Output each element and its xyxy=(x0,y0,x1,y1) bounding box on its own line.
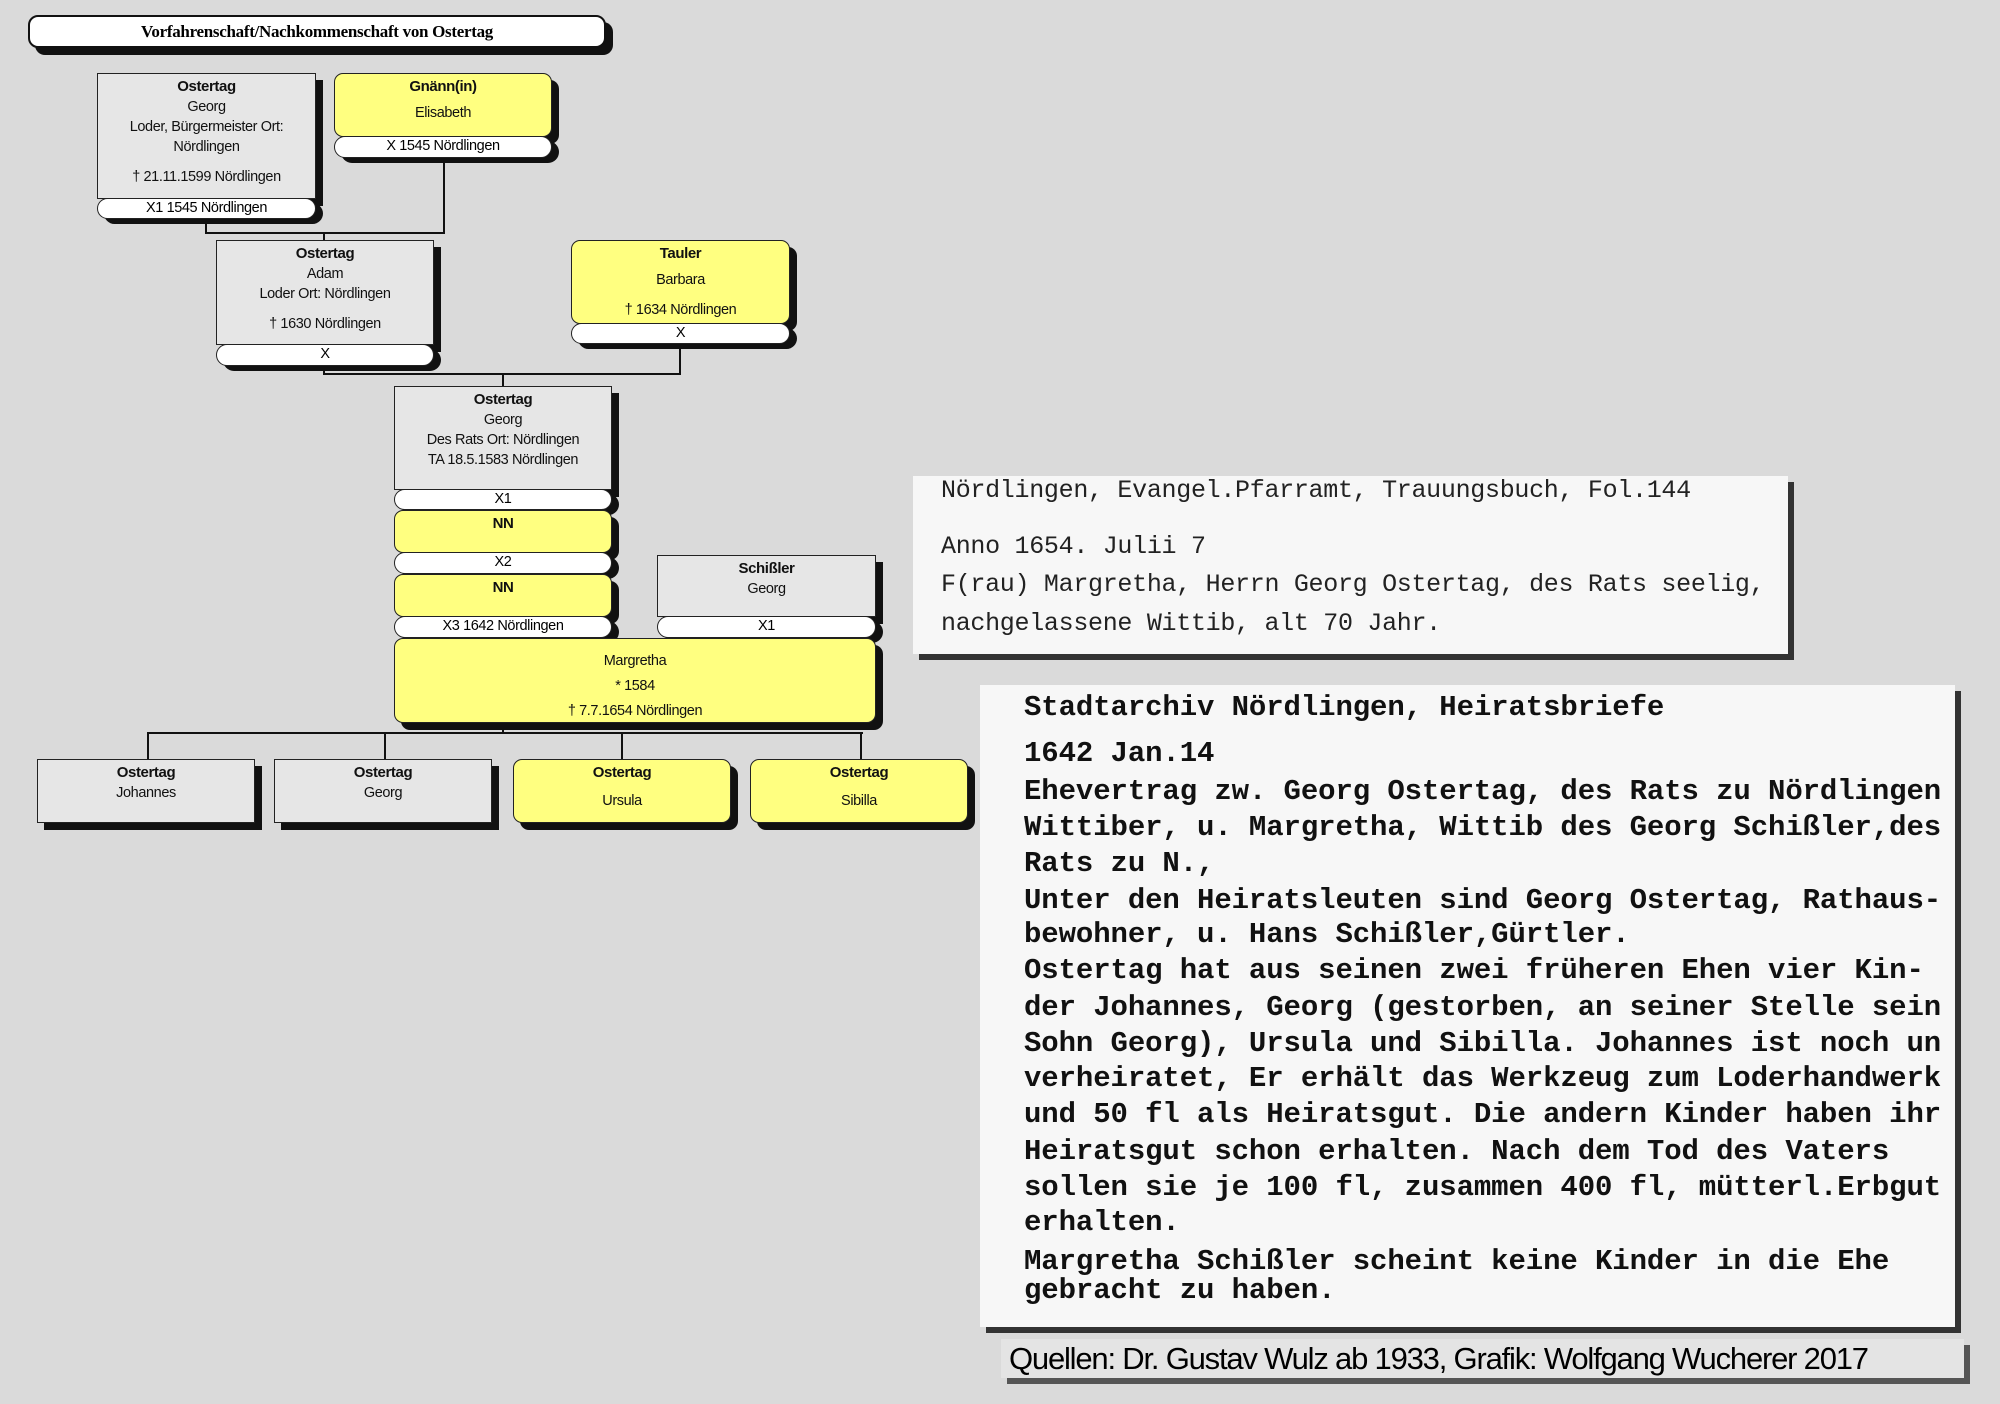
doc-line: gebracht zu haben. xyxy=(1024,1274,1336,1307)
baptism: TA 18.5.1583 Nördlingen xyxy=(427,452,579,468)
surname: NN xyxy=(492,515,514,532)
given-name: Sibilla xyxy=(841,793,877,809)
surname: NN xyxy=(492,579,514,596)
person-nn-second-wife[interactable]: NN xyxy=(394,574,612,617)
doc-line: Nördlingen, Evangel.Pfarramt, Trauungsbu… xyxy=(941,476,1691,505)
given-name: Margretha xyxy=(603,653,667,669)
given-name: Georg xyxy=(187,99,226,115)
given-name: Georg xyxy=(483,412,523,428)
surname: Ostertag xyxy=(116,764,176,781)
doc-line: Stadtarchiv Nördlingen, Heiratsbriefe xyxy=(1024,691,1665,724)
doc-line: Unter den Heiratsleuten sind Georg Oster… xyxy=(1024,884,1942,917)
connector xyxy=(860,732,862,759)
doc-line: bewohner, u. Hans Schißler,Gürtler. xyxy=(1024,918,1630,951)
document-trauungsbuch: Nördlingen, Evangel.Pfarramt, Trauungsbu… xyxy=(913,476,1788,654)
child-johannes[interactable]: Ostertag Johannes xyxy=(37,759,255,823)
doc-line: 1642 Jan.14 xyxy=(1024,737,1215,770)
doc-line: Heiratsgut schon erhalten. Nach dem Tod … xyxy=(1024,1135,1890,1168)
connector xyxy=(147,732,149,759)
death: † 21.11.1599 Nördlingen xyxy=(132,169,281,185)
marriage-bar: X xyxy=(571,323,790,344)
occupation: Loder Ort: Nördlingen xyxy=(259,286,391,302)
given-name: Georg xyxy=(747,581,786,597)
doc-line: und 50 fl als Heiratsgut. Die andern Kin… xyxy=(1024,1098,1942,1131)
birth: * 1584 xyxy=(615,678,655,694)
document-heiratsbriefe: Stadtarchiv Nördlingen, Heiratsbriefe 16… xyxy=(980,685,1955,1327)
given-name: Johannes xyxy=(116,785,176,801)
surname: Ostertag xyxy=(592,764,652,781)
doc-line: der Johannes, Georg (gestorben, an seine… xyxy=(1024,991,1942,1024)
child-sibilla[interactable]: Ostertag Sibilla xyxy=(750,759,968,823)
death: † 7.7.1654 Nördlingen xyxy=(567,703,703,719)
connector xyxy=(205,232,445,234)
person-nn-first-wife[interactable]: NN xyxy=(394,510,612,553)
doc-line: Sohn Georg), Ursula und Sibilla. Johanne… xyxy=(1024,1027,1942,1060)
given-name: Adam xyxy=(306,266,344,282)
doc-line: sollen sie je 100 fl, zusammen 400 fl, m… xyxy=(1024,1171,1942,1204)
surname: Ostertag xyxy=(177,78,236,95)
source-caption: Quellen: Dr. Gustav Wulz ab 1933, Grafik… xyxy=(1001,1339,1964,1378)
doc-line: verheiratet, Er erhält das Werkzeug zum … xyxy=(1024,1062,1942,1095)
surname: Ostertag xyxy=(829,764,889,781)
marriage-bar-1: X1 xyxy=(394,489,612,510)
child-georg[interactable]: Ostertag Georg xyxy=(274,759,492,823)
doc-line: nachgelassene Wittib, alt 70 Jahr. xyxy=(941,609,1441,638)
doc-line: Ehevertrag zw. Georg Ostertag, des Rats … xyxy=(1024,775,1942,808)
connector xyxy=(502,373,504,386)
connector xyxy=(621,732,623,759)
doc-line: F(rau) Margretha, Herrn Georg Ostertag, … xyxy=(941,570,1765,599)
given-name: Georg xyxy=(363,785,403,801)
occupation: Des Rats Ort: Nördlingen xyxy=(426,432,580,448)
connector xyxy=(147,732,863,734)
doc-line: Wittiber, u. Margretha, Wittib des Georg… xyxy=(1024,811,1942,844)
chart-title: Vorfahrenschaft/Nachkommenschaft von Ost… xyxy=(28,15,606,48)
doc-line: Margretha Schißler scheint keine Kinder … xyxy=(1024,1245,1890,1278)
person-georg-ostertag-sr[interactable]: Ostertag Georg Loder, Bürgermeister Ort:… xyxy=(97,73,316,199)
marriage-bar: X1 1545 Nördlingen xyxy=(97,198,316,219)
surname: Tauler xyxy=(659,245,702,262)
connector xyxy=(384,732,386,759)
doc-line: Ostertag hat aus seinen zwei früheren Eh… xyxy=(1024,954,1924,987)
connector xyxy=(205,219,207,234)
person-margretha[interactable]: Margretha * 1584 † 7.7.1654 Nördlingen xyxy=(394,638,876,723)
death: † 1634 Nördlingen xyxy=(624,302,737,318)
surname: Schißler xyxy=(738,560,795,577)
connector xyxy=(323,232,325,240)
given-name: Barbara xyxy=(656,272,705,288)
person-georg-schissler[interactable]: Schißler Georg xyxy=(657,555,876,617)
marriage-bar: X xyxy=(216,344,434,366)
connector xyxy=(443,158,445,234)
surname: Gnänn(in) xyxy=(409,78,477,95)
death: † 1630 Nördlingen xyxy=(269,316,381,332)
connector xyxy=(679,344,681,375)
connector xyxy=(502,722,504,734)
occupation: Loder, Bürgermeister Ort: xyxy=(129,119,284,135)
marriage-bar: X1 xyxy=(657,616,876,638)
person-barbara-tauler[interactable]: Tauler Barbara † 1634 Nördlingen xyxy=(571,240,790,324)
doc-line: Rats zu N., xyxy=(1024,847,1215,880)
person-adam-ostertag[interactable]: Ostertag Adam Loder Ort: Nördlingen † 16… xyxy=(216,240,434,345)
child-ursula[interactable]: Ostertag Ursula xyxy=(513,759,731,823)
person-elisabeth-gnaenn[interactable]: Gnänn(in) Elisabeth xyxy=(334,73,552,137)
doc-line: Anno 1654. Julii 7 xyxy=(941,532,1206,561)
place: Nördlingen xyxy=(173,139,240,155)
surname: Ostertag xyxy=(295,245,355,262)
marriage-bar: X 1545 Nördlingen xyxy=(334,136,552,158)
doc-line: erhalten. xyxy=(1024,1206,1180,1239)
surname: Ostertag xyxy=(473,391,533,408)
surname: Ostertag xyxy=(353,764,413,781)
marriage-bar-3: X3 1642 Nördlingen xyxy=(394,616,612,638)
connector xyxy=(323,366,325,375)
person-georg-ostertag[interactable]: Ostertag Georg Des Rats Ort: Nördlingen … xyxy=(394,386,612,490)
marriage-bar-2: X2 xyxy=(394,552,612,574)
given-name: Ursula xyxy=(602,793,642,809)
given-name: Elisabeth xyxy=(414,105,472,121)
